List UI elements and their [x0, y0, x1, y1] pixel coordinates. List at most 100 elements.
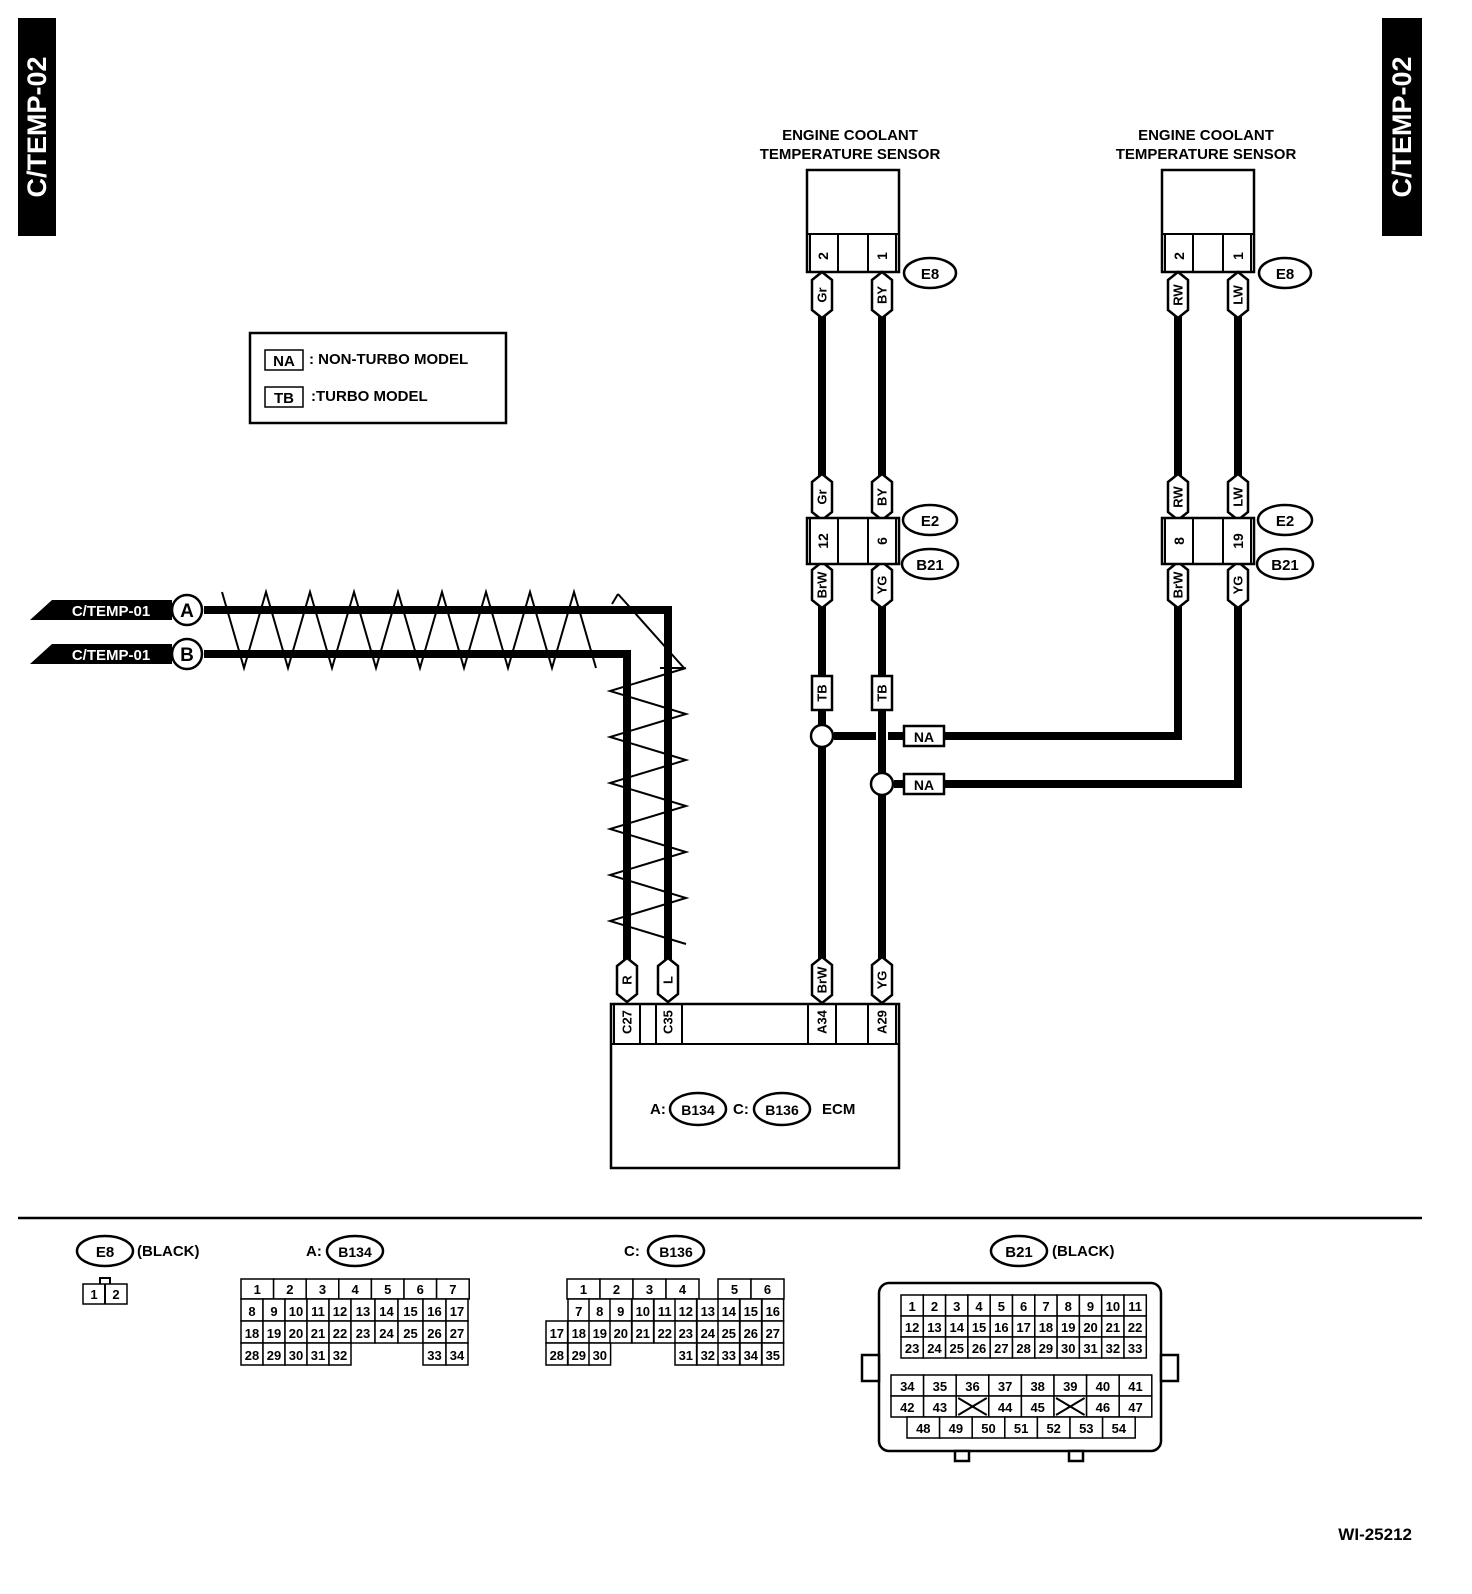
svg-text:Gr: Gr — [815, 287, 830, 302]
b134-pin-cell: 4 — [338, 1278, 373, 1300]
b21-pin-cell: 39 — [1053, 1374, 1088, 1397]
b134-pin-cell: 16 — [422, 1298, 447, 1322]
b21-pin-cell: 13 — [922, 1315, 947, 1338]
b134-pin-cell: 24 — [374, 1320, 399, 1344]
b136-pin-cell: 24 — [696, 1320, 720, 1344]
svg-text:21: 21 — [311, 1326, 325, 1341]
b136-pin-cell: 26 — [739, 1320, 763, 1344]
svg-text:2: 2 — [613, 1282, 620, 1297]
b21-pin-cell: 37 — [988, 1374, 1023, 1397]
svg-text:BY: BY — [875, 488, 890, 506]
svg-text:12: 12 — [679, 1304, 693, 1319]
svg-text:19: 19 — [1061, 1320, 1075, 1335]
svg-text:C/TEMP-01: C/TEMP-01 — [72, 647, 150, 664]
svg-text:51: 51 — [1014, 1421, 1028, 1436]
b21-pin-cell: 8 — [1056, 1294, 1081, 1317]
b21-pin-cell: 21 — [1100, 1315, 1125, 1338]
svg-text:26: 26 — [972, 1341, 986, 1356]
b21-pin-cell: 53 — [1069, 1416, 1104, 1439]
svg-text:29: 29 — [1039, 1341, 1053, 1356]
b21-pin-cell: 41 — [1118, 1374, 1153, 1397]
b21-pin-cell: 38 — [1020, 1374, 1055, 1397]
svg-text:E8: E8 — [96, 1244, 114, 1261]
svg-text:38: 38 — [1030, 1379, 1044, 1394]
b134-pin-cell: 11 — [306, 1298, 330, 1322]
svg-text:ENGINE COOLANT: ENGINE COOLANT — [1138, 127, 1274, 144]
svg-text:42: 42 — [900, 1400, 914, 1415]
b134-pin-cell: 23 — [350, 1320, 376, 1344]
wire-color-label: R — [615, 956, 639, 1004]
b21-pin-cell: 52 — [1036, 1416, 1071, 1439]
b134-pin-cell: 22 — [328, 1320, 352, 1344]
svg-text:18: 18 — [1039, 1320, 1053, 1335]
svg-text:E8: E8 — [1276, 266, 1294, 283]
svg-text:B136: B136 — [659, 1244, 693, 1260]
svg-text:25: 25 — [950, 1341, 964, 1356]
b21-pin-cell: 10 — [1100, 1294, 1125, 1317]
svg-text:C/TEMP-02: C/TEMP-02 — [1387, 56, 1417, 197]
b134-pin-cell: 21 — [306, 1320, 330, 1344]
svg-text:10: 10 — [636, 1304, 650, 1319]
svg-text:26: 26 — [744, 1326, 758, 1341]
svg-text:21: 21 — [1106, 1320, 1120, 1335]
connector-tag-e8-right: E8 — [1257, 256, 1313, 290]
svg-text:2: 2 — [931, 1299, 938, 1314]
svg-text:A29: A29 — [875, 1010, 890, 1034]
svg-text:25: 25 — [403, 1326, 417, 1341]
b21-pin-cell: 34 — [890, 1374, 925, 1397]
b21-pin-cell: 18 — [1034, 1315, 1058, 1338]
legend-na-text: : NON-TURBO MODEL — [309, 351, 468, 368]
coolant-sensor-left: ENGINE COOLANT TEMPERATURE SENSOR 2 1 — [760, 127, 941, 274]
svg-text:NA: NA — [914, 777, 934, 793]
b21-pin-cell: 46 — [1085, 1395, 1120, 1418]
svg-text:10: 10 — [1106, 1299, 1120, 1314]
svg-text:44: 44 — [998, 1400, 1013, 1415]
svg-text:1: 1 — [90, 1287, 97, 1302]
b21-pin-cell: 7 — [1034, 1294, 1058, 1317]
svg-text:15: 15 — [972, 1320, 986, 1335]
svg-text:15: 15 — [744, 1304, 758, 1319]
svg-text:5: 5 — [384, 1282, 391, 1297]
svg-text:19: 19 — [593, 1326, 607, 1341]
svg-text:7: 7 — [1042, 1299, 1049, 1314]
svg-text:TEMPERATURE SENSOR: TEMPERATURE SENSOR — [1116, 146, 1297, 163]
wire-color-label: YG — [1226, 560, 1250, 610]
svg-text:9: 9 — [617, 1304, 624, 1319]
svg-text:2: 2 — [112, 1287, 119, 1302]
svg-text:2: 2 — [286, 1282, 293, 1297]
svg-text:BrW: BrW — [1171, 571, 1186, 598]
model-tag-na-upper: NA — [902, 724, 946, 748]
b136-pin-cell: 30 — [588, 1342, 612, 1366]
page-code-tab-left: C/TEMP-02 — [18, 18, 56, 236]
svg-text:6: 6 — [874, 537, 890, 545]
b21-pin-cell: 11 — [1123, 1294, 1148, 1317]
svg-text:31: 31 — [311, 1348, 325, 1363]
svg-text:ECM: ECM — [822, 1101, 855, 1118]
svg-text:E2: E2 — [1276, 513, 1294, 530]
b21-pin-cell: 51 — [1004, 1416, 1039, 1439]
b136-pin-cell: 4 — [665, 1278, 700, 1300]
svg-text:52: 52 — [1046, 1421, 1060, 1436]
svg-text:54: 54 — [1112, 1421, 1127, 1436]
b134-pin-cell: 18 — [240, 1320, 264, 1344]
legend: NA : NON-TURBO MODEL TB :TURBO MODEL — [248, 331, 508, 425]
svg-text:39: 39 — [1063, 1379, 1077, 1394]
b134-pin-cell: 6 — [403, 1278, 438, 1300]
svg-text:12: 12 — [333, 1304, 347, 1319]
ecm-unit: C27 C35 A34 A29 A: B134 C: B136 ECM — [609, 1002, 901, 1170]
svg-text:31: 31 — [1083, 1341, 1097, 1356]
svg-text:32: 32 — [1106, 1341, 1120, 1356]
legend-tb-tag: TB — [274, 390, 294, 407]
svg-text:E8: E8 — [921, 266, 939, 283]
b134-pin-cell: 17 — [445, 1298, 469, 1322]
svg-text:TEMPERATURE SENSOR: TEMPERATURE SENSOR — [760, 146, 941, 163]
svg-text:RW: RW — [1171, 284, 1186, 306]
b21-pin-cell: 32 — [1100, 1336, 1125, 1359]
b136-pin-cell: 18 — [567, 1320, 591, 1344]
b21-pin-cell: 49 — [938, 1416, 973, 1439]
b134-pin-cell: 32 — [328, 1342, 352, 1366]
svg-text:20: 20 — [614, 1326, 628, 1341]
b136-pin-cell: 1 — [566, 1278, 601, 1300]
